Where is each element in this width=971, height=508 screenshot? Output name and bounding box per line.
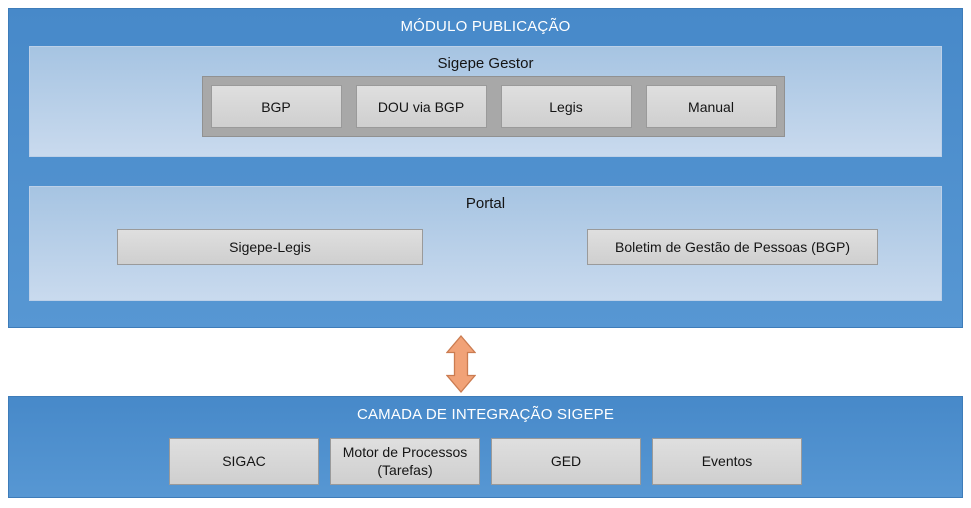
manual-box: Manual: [645, 85, 777, 128]
sigepe-gestor-strip: BGP DOU via BGP Legis Manual: [202, 76, 785, 137]
sigepe-gestor-panel: Sigepe Gestor BGP DOU via BGP Legis Manu…: [29, 46, 942, 157]
camada-integracao-row: SIGAC Motor de Processos (Tarefas) GED E…: [9, 438, 962, 485]
dou-via-bgp-box: DOU via BGP: [355, 85, 487, 128]
boletim-gestao-pessoas-box: Boletim de Gestão de Pessoas (BGP): [587, 229, 878, 265]
camada-integracao-title: CAMADA DE INTEGRAÇÃO SIGEPE: [356, 406, 615, 423]
portal-title: Portal: [465, 195, 506, 212]
up-down-arrow-icon: [445, 334, 477, 394]
eventos-box: Eventos: [652, 438, 802, 485]
modulo-publicacao-title: MÓDULO PUBLICAÇÃO: [400, 18, 571, 35]
sigac-box: SIGAC: [169, 438, 319, 485]
bgp-box: BGP: [210, 85, 342, 128]
sigepe-gestor-title: Sigepe Gestor: [437, 55, 534, 72]
ged-box: GED: [491, 438, 641, 485]
camada-integracao-box: CAMADA DE INTEGRAÇÃO SIGEPE SIGAC Motor …: [8, 396, 963, 498]
sigepe-legis-box: Sigepe-Legis: [117, 229, 423, 265]
motor-processos-box: Motor de Processos (Tarefas): [330, 438, 480, 485]
legis-box: Legis: [500, 85, 632, 128]
portal-panel: Portal Sigepe-Legis Boletim de Gestão de…: [29, 186, 942, 301]
modulo-publicacao-box: MÓDULO PUBLICAÇÃO Sigepe Gestor BGP DOU …: [8, 8, 963, 328]
